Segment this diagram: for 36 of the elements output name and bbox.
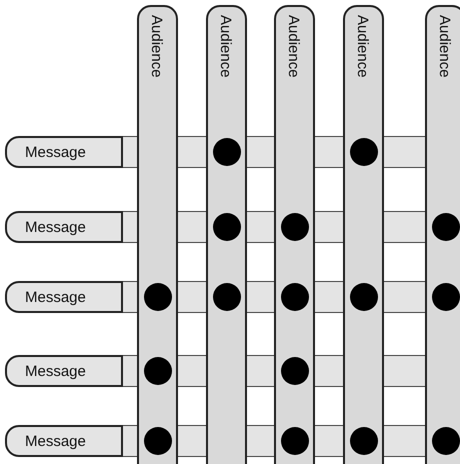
row-label-box (5, 211, 123, 243)
filled-dot (212, 213, 240, 241)
row-label-box (5, 355, 123, 387)
column-label: Audience (354, 15, 371, 78)
row-label-box (5, 281, 123, 313)
filled-dot (280, 357, 308, 385)
filled-dot (280, 213, 308, 241)
row-label: Message (25, 219, 86, 236)
filled-dot (350, 283, 378, 311)
filled-dot (350, 427, 378, 455)
filled-dot (212, 283, 240, 311)
row-label: Message (25, 144, 86, 161)
filled-dot (432, 283, 460, 311)
column-bar (137, 5, 178, 464)
filled-dot (432, 213, 460, 241)
filled-dot (144, 427, 172, 455)
row-label-box (5, 425, 123, 457)
row-label: Message (25, 289, 86, 306)
column-bar (274, 5, 315, 464)
filled-dot (432, 427, 460, 455)
row-label-box (5, 136, 123, 168)
column-bar (425, 5, 460, 464)
filled-dot (144, 357, 172, 385)
column-label: Audience (285, 15, 302, 78)
filled-dot (144, 283, 172, 311)
column-label: Audience (436, 15, 453, 78)
column-bar (343, 5, 384, 464)
column-label: Audience (217, 15, 234, 78)
column-bar (206, 5, 247, 464)
filled-dot (280, 283, 308, 311)
filled-dot (212, 138, 240, 166)
column-label: Audience (148, 15, 165, 78)
row-label: Message (25, 433, 86, 450)
filled-dot (280, 427, 308, 455)
row-label: Message (25, 363, 86, 380)
filled-dot (350, 138, 378, 166)
